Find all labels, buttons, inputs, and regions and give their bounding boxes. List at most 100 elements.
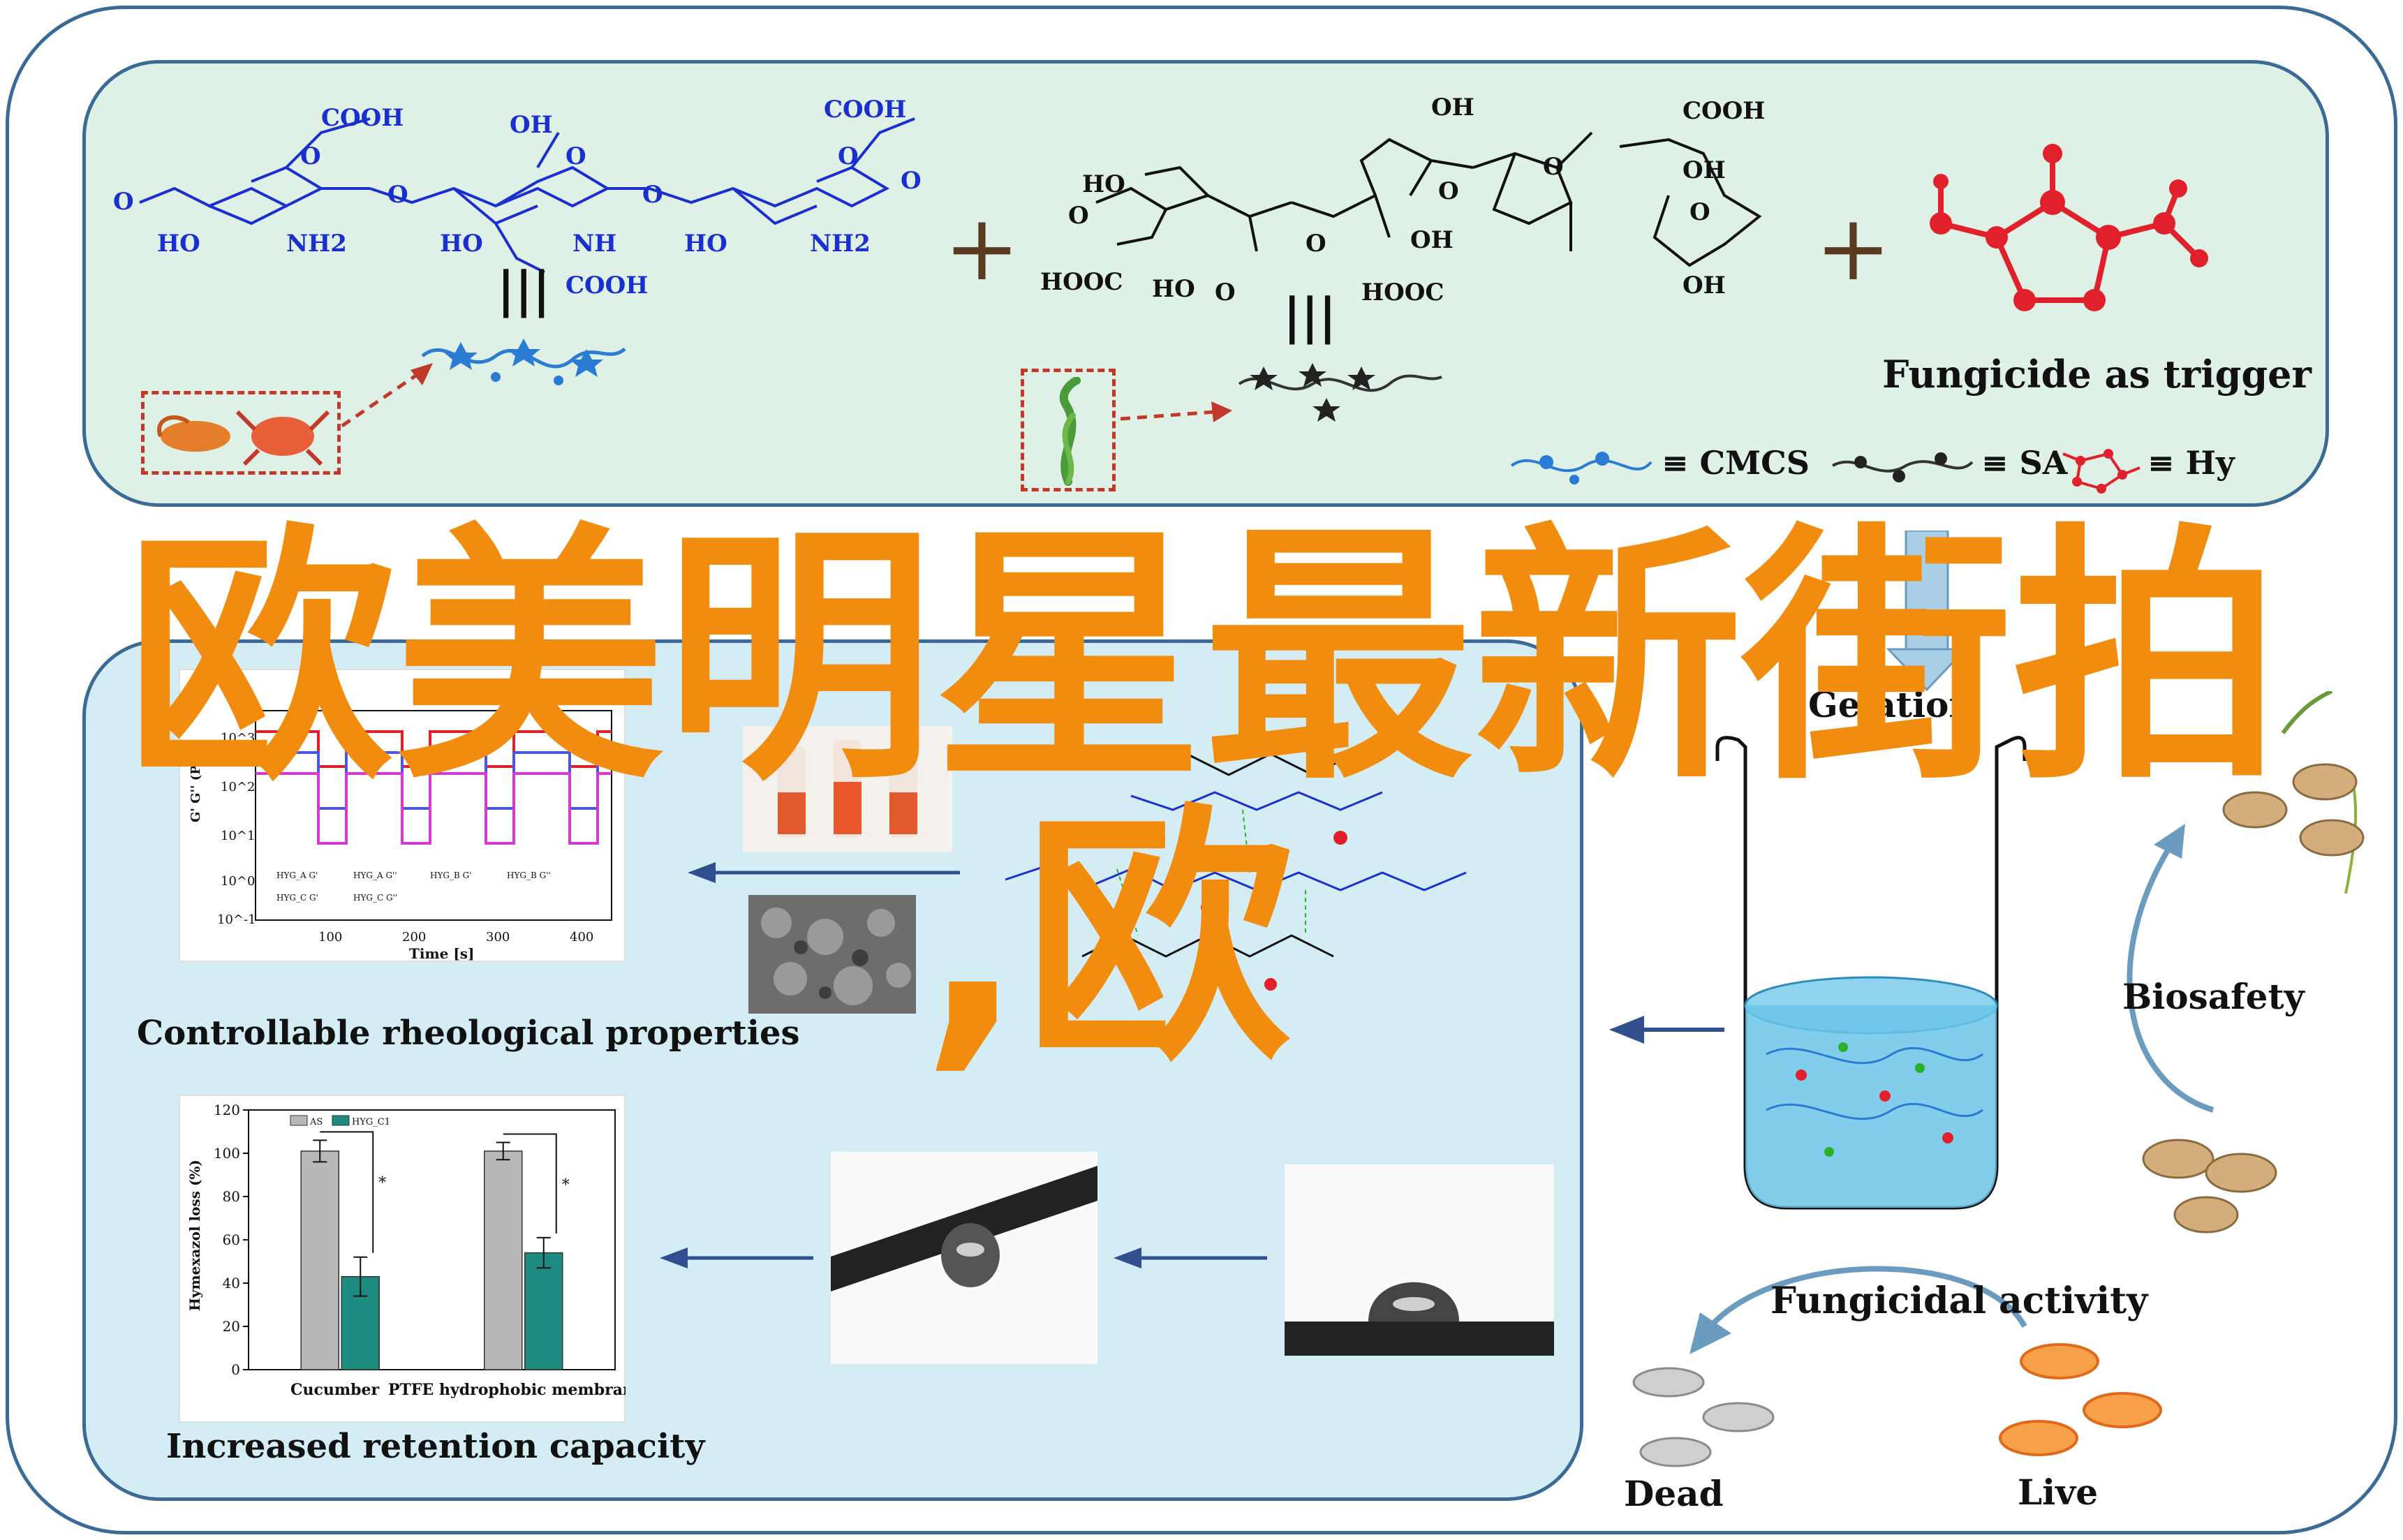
gelation-label: Gelation xyxy=(1808,684,1974,725)
fungicide-trigger-label: Fungicide as trigger xyxy=(1882,352,2312,397)
o-label: O xyxy=(1306,230,1326,258)
live-fungi-icon xyxy=(1999,1343,2162,1456)
o-label: O xyxy=(1215,279,1236,306)
o-label: O xyxy=(113,188,134,216)
rheo-ytick: 10^2 xyxy=(221,780,255,794)
cooh-label: COOH xyxy=(824,96,906,124)
cmcs-structure: COOH O O HO NH2 O OH O HO NH COOH O COOH… xyxy=(113,96,922,299)
gel-vials-photo xyxy=(743,726,952,852)
rheo-ytick: 10^1 xyxy=(221,829,255,843)
significance-star: * xyxy=(378,1174,386,1192)
o-label: O xyxy=(901,167,922,195)
rheo-legend-entry: HYG_B G'' xyxy=(507,871,551,880)
fungicidal-arc-arrow xyxy=(1690,1266,2027,1354)
seeds-top-icon xyxy=(2222,691,2365,894)
rheo-xtick: 300 xyxy=(486,930,510,945)
fungicidal-activity-label: Fungicidal activity xyxy=(1770,1275,2147,1327)
crustacean-source-box xyxy=(141,391,341,475)
droplet-on-leaf-photo xyxy=(831,1152,1097,1364)
rheo-ytick: 10^-1 xyxy=(217,912,256,927)
dashed-arrow-to-cmcs xyxy=(341,363,433,428)
bar-as-0 xyxy=(300,1150,339,1370)
overlay-title-line1: 欧美明星最新街拍 xyxy=(126,503,2282,816)
seaweed-icon xyxy=(1059,377,1081,486)
sa-chain-icon xyxy=(1238,363,1442,422)
live-label: Live xyxy=(2018,1472,2099,1513)
bar-ytick-label: 120 xyxy=(214,1102,240,1118)
oh-label: OH xyxy=(1683,156,1726,184)
shrimp-crab-icon xyxy=(157,410,330,466)
o-label: O xyxy=(1543,153,1564,181)
bar-legend-swatch-hyg xyxy=(332,1115,350,1126)
arrow-left-to-chart xyxy=(660,1247,813,1268)
bar-error-bar xyxy=(496,1141,510,1161)
cooh-label: COOH xyxy=(565,272,648,299)
o-label: O xyxy=(838,142,859,170)
biosafety-cycle-arrow xyxy=(2127,824,2215,1113)
rheo-ytick: 10^0 xyxy=(221,874,255,889)
bar-ytick-label: 20 xyxy=(223,1318,240,1335)
rheo-ytick: 10^3 xyxy=(221,731,255,746)
rheo-legend-entry: HYG_B G' xyxy=(430,871,472,880)
sem-image xyxy=(748,895,916,1014)
cooh-label: COOH xyxy=(321,104,404,132)
bar-legend-as: AS xyxy=(309,1117,323,1127)
bar-error-bar xyxy=(313,1139,327,1163)
rheo-xtick: 200 xyxy=(402,930,426,945)
dead-fungi-icon xyxy=(1632,1367,1775,1467)
o-label: O xyxy=(642,181,663,209)
legend-cmcs-label: ≡ CMCS xyxy=(1662,444,1810,482)
rheology-caption: Controllable rheological properties xyxy=(137,1014,800,1053)
seaweed-source-box xyxy=(1021,369,1116,491)
cooh-label: COOH xyxy=(1683,97,1765,125)
rheo-legend-entry: HYG_C G'' xyxy=(353,893,397,903)
biosafety-label: Biosafety xyxy=(2122,976,2305,1017)
hydrogel-network-structure xyxy=(1005,753,1467,991)
arrow-beaker-to-network xyxy=(1609,1016,1724,1044)
overlay-title-line2: ,欧 xyxy=(922,783,1294,1097)
ho-label: HO xyxy=(157,230,200,258)
bar-ytick-label: 80 xyxy=(223,1188,240,1205)
ho-label: HO xyxy=(684,230,727,258)
retention-caption: Increased retention capacity xyxy=(166,1427,705,1466)
oh-label: OH xyxy=(510,111,553,139)
sa-structure: HO O HOOC HO O O OH O OH HOOC O COOH OH … xyxy=(1040,94,1765,306)
hymexazol-molecule xyxy=(1930,144,2208,311)
bar-error-bar xyxy=(353,1256,368,1297)
o-label: O xyxy=(387,181,408,209)
bar-as-1 xyxy=(484,1150,523,1370)
rheo-xtick: 100 xyxy=(318,930,342,945)
rheo-legend-entry: HYG_A G'' xyxy=(353,871,397,880)
ho-label: HO xyxy=(1082,170,1125,198)
bar-ylabel: Hymexazol loss (%) xyxy=(186,1160,203,1311)
rheo-xlabel: Time [s] xyxy=(409,945,475,962)
hooc-label: HOOC xyxy=(1040,268,1123,296)
dashed-arrow-to-sa xyxy=(1120,401,1232,422)
seeds-bottom-icon xyxy=(2142,1139,2277,1234)
droplet-on-membrane-photo xyxy=(1285,1164,1554,1356)
o-label: O xyxy=(300,142,321,170)
rheo-xtick: 400 xyxy=(570,930,593,945)
oh-label: OH xyxy=(1410,226,1454,254)
fungicidal-activity-text: Fungicidal activity xyxy=(1770,1280,2148,1322)
dead-label: Dead xyxy=(1624,1473,1724,1514)
legend-sa-label: ≡ SA xyxy=(1981,444,2068,482)
arrow-left-to-vials xyxy=(688,862,960,883)
significance-bracket xyxy=(320,1131,374,1253)
bar-legend-swatch-as xyxy=(290,1115,308,1126)
significance-bracket xyxy=(503,1133,557,1234)
nh-label: NH xyxy=(572,230,616,258)
oh-label: OH xyxy=(1683,272,1726,299)
gelation-down-arrow xyxy=(1886,531,1968,691)
ho-label: HO xyxy=(1152,275,1195,303)
bar-category-cucumber: Cucumber xyxy=(290,1381,380,1399)
arrow-left-to-leaf xyxy=(1114,1247,1267,1268)
equiv-sign-cmcs: ||| xyxy=(497,260,551,318)
bar-legend-hyg: HYG_C1 xyxy=(352,1117,390,1127)
rheo-ylabel: G' G'' (Pa) xyxy=(188,751,203,822)
nh2-label: NH2 xyxy=(810,230,871,258)
plus-sign-2: + xyxy=(1815,195,1891,301)
hooc-label: HOOC xyxy=(1361,279,1444,306)
rheo-legend-entry: HYG_A G' xyxy=(276,871,318,880)
